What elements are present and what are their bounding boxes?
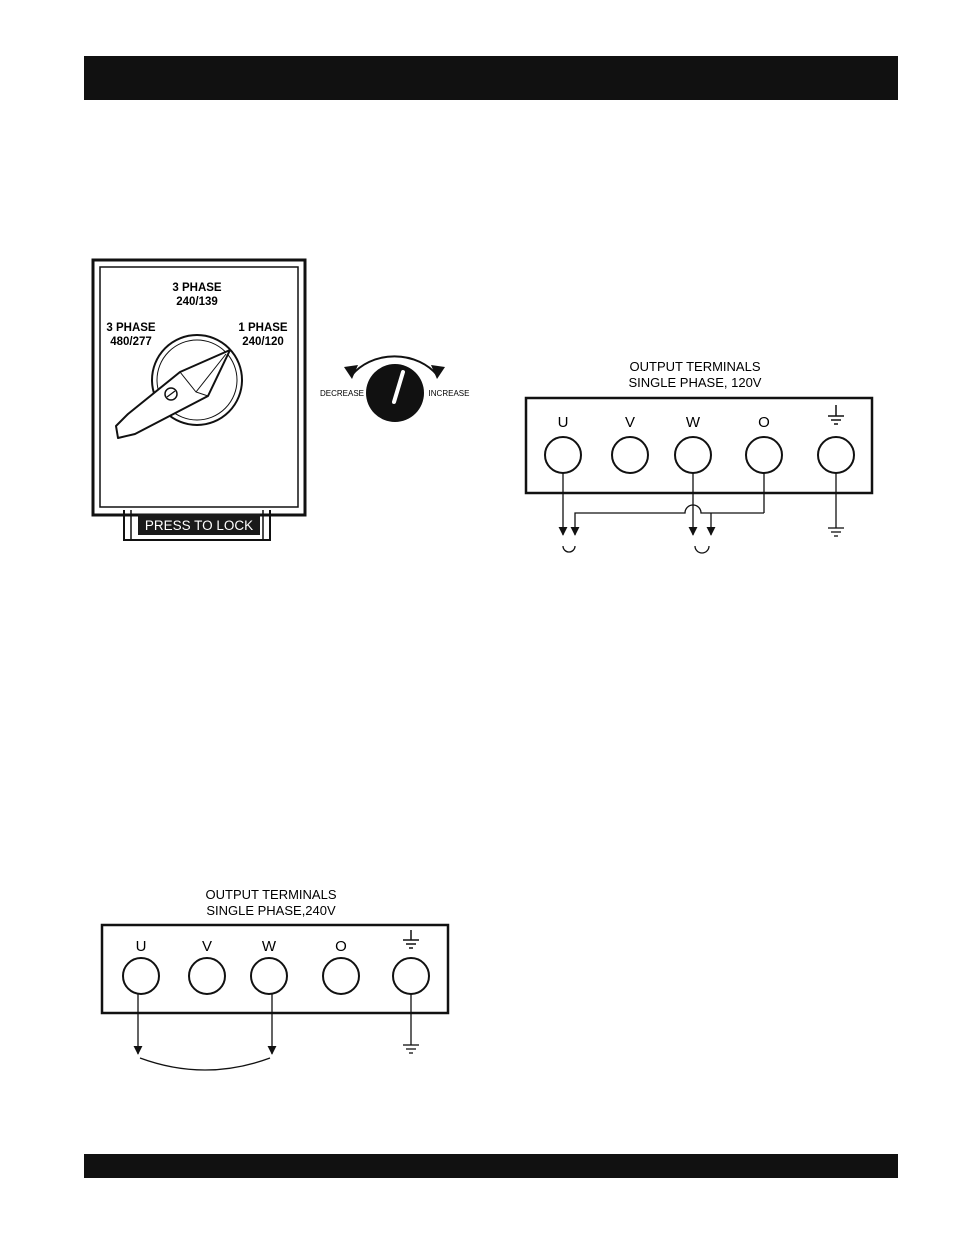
terminal-v[interactable]: [612, 437, 648, 473]
terminal-label-o: O: [335, 938, 347, 955]
terminal-label-v: V: [625, 414, 635, 431]
label-1phase-240: 1 PHASE: [238, 322, 288, 334]
terminals-240v-title: OUTPUT TERMINALS: [206, 887, 337, 902]
terminal-label-u: U: [136, 938, 147, 955]
terminal-label-w: W: [262, 938, 277, 955]
terminal-label-v: V: [202, 938, 212, 955]
terminal-u[interactable]: [545, 437, 581, 473]
voltage-adjust-knob: DECREASE INCREASE: [320, 356, 469, 422]
label-3phase-480-voltage: 480/277: [110, 336, 152, 348]
output-terminals-240v: OUTPUT TERMINALS SINGLE PHASE,240V U V W…: [102, 887, 448, 1070]
increase-label: INCREASE: [429, 389, 470, 398]
terminal-v[interactable]: [189, 958, 225, 994]
label-3phase-240: 3 PHASE: [172, 282, 222, 294]
label-1phase-240-voltage: 240/120: [242, 336, 284, 348]
terminal-w[interactable]: [675, 437, 711, 473]
terminal-ground[interactable]: [818, 437, 854, 473]
terminal-label-u: U: [558, 414, 569, 431]
terminal-label-w: W: [686, 414, 701, 431]
terminal-label-o: O: [758, 414, 770, 431]
terminals-240v-subtitle: SINGLE PHASE,240V: [206, 903, 336, 918]
voltage-selector-switch: PRESS TO LOCK 3 PHASE 240/139 3 PHASE 48…: [93, 260, 305, 540]
terminal-o[interactable]: [323, 958, 359, 994]
press-to-lock-label: PRESS TO LOCK: [145, 518, 253, 533]
terminal-ground[interactable]: [393, 958, 429, 994]
terminal-o[interactable]: [746, 437, 782, 473]
terminal-w[interactable]: [251, 958, 287, 994]
label-3phase-240-voltage: 240/139: [176, 296, 218, 308]
label-3phase-480: 3 PHASE: [106, 322, 156, 334]
output-terminals-120v: OUTPUT TERMINALS SINGLE PHASE, 120V U V …: [526, 359, 872, 553]
terminals-120v-title: OUTPUT TERMINALS: [630, 359, 761, 374]
terminals-120v-subtitle: SINGLE PHASE, 120V: [629, 375, 762, 390]
terminal-u[interactable]: [123, 958, 159, 994]
decrease-label: DECREASE: [320, 389, 364, 398]
